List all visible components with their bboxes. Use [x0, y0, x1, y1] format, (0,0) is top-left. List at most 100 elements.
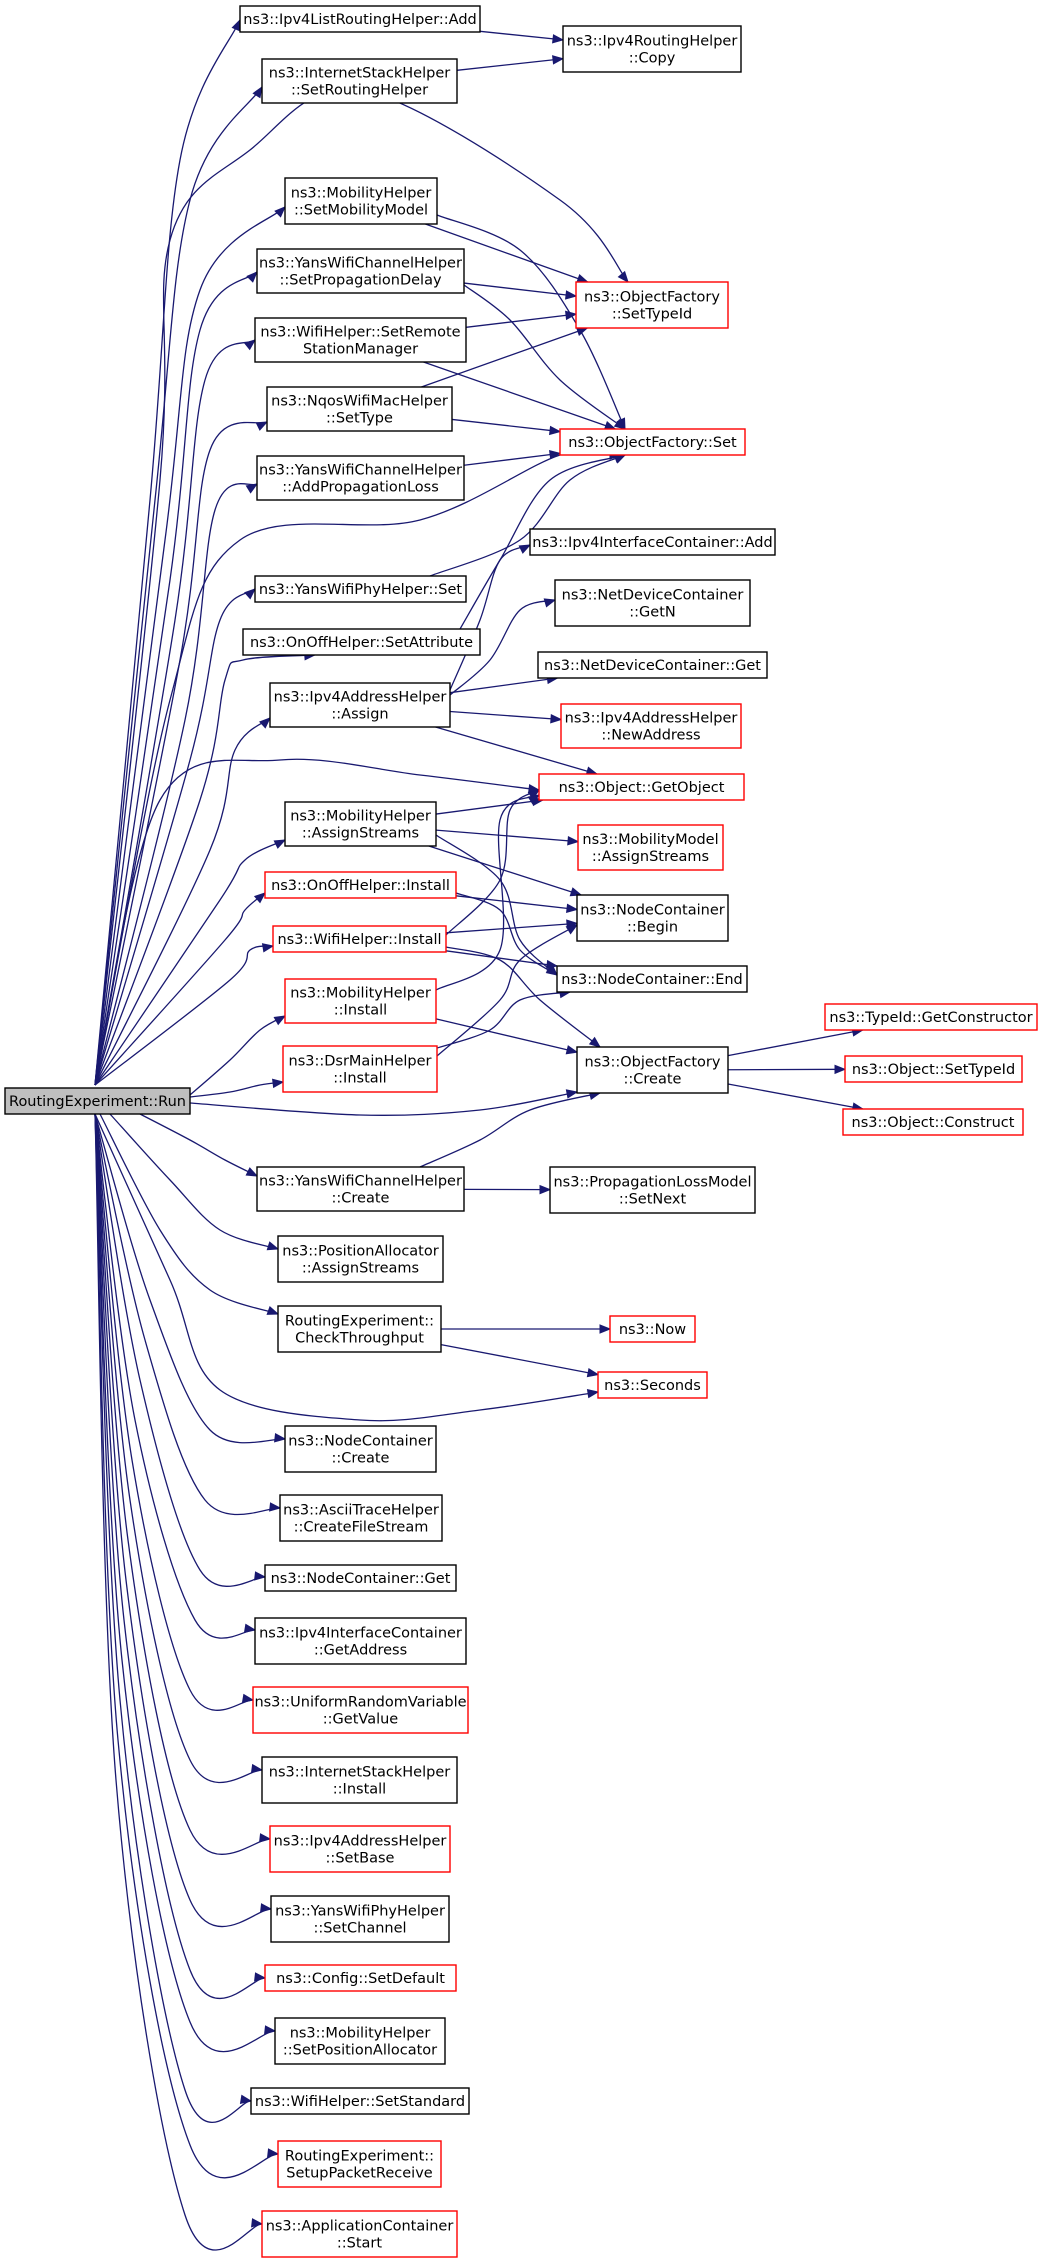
- node-dsr_install[interactable]: ns3::DsrMainHelper::Install: [282, 1045, 438, 1093]
- node-ywph_set[interactable]: ns3::YansWifiPhyHelper::Set: [254, 575, 467, 603]
- node-ywch_create[interactable]: ns3::YansWifiChannelHelper::Create: [256, 1166, 465, 1212]
- edge-run-to-nc_create: [94, 1113, 286, 1444]
- node-label-line: ::GetValue: [323, 1712, 399, 1728]
- node-box: [284, 177, 438, 225]
- edge-ywch_setprop-to-of_settypeid: [463, 282, 577, 297]
- node-ns3_seconds[interactable]: ns3::Seconds: [597, 1371, 708, 1399]
- edge-run-to-appc_start: [94, 1113, 263, 2251]
- node-label-line: ns3::InternetStackHelper: [269, 1765, 450, 1781]
- node-nc_end[interactable]: ns3::NodeContainer::End: [556, 965, 748, 993]
- node-label-line: CheckThroughput: [295, 1331, 424, 1347]
- node-of_set[interactable]: ns3::ObjectFactory::Set: [559, 428, 746, 456]
- arrowhead-ns3_seconds: [586, 1388, 600, 1399]
- node-ipv4ah_setbase[interactable]: ns3::Ipv4AddressHelper::SetBase: [269, 1825, 451, 1873]
- arrowhead-nc_create: [274, 1433, 287, 1443]
- node-label-line: ::SetPositionAllocator: [283, 2043, 437, 2059]
- node-label-line: ::Start: [337, 2236, 383, 2252]
- node-label-line: ns3::WifiHelper::SetRemote: [260, 325, 460, 341]
- node-of_settypeid[interactable]: ns3::ObjectFactory::SetTypeId: [575, 281, 729, 329]
- node-ipv4ic_add[interactable]: ns3::Ipv4InterfaceContainer::Add: [529, 528, 776, 556]
- node-label-line: RoutingExperiment::: [285, 2149, 434, 2165]
- node-onoff_setattr[interactable]: ns3::OnOffHelper::SetAttribute: [242, 628, 481, 656]
- arrowhead-of_settypeid: [576, 274, 589, 283]
- node-label-line: ::AddPropagationLoss: [282, 480, 439, 496]
- edge-wifi_install-to-of_create: [445, 946, 601, 1048]
- node-wifi_setstandard[interactable]: ns3::WifiHelper::SetStandard: [250, 2087, 470, 2115]
- node-obj_construct[interactable]: ns3::Object::Construct: [842, 1108, 1024, 1136]
- node-ipv4ah_newaddr[interactable]: ns3::Ipv4AddressHelper::NewAddress: [560, 703, 742, 749]
- node-obj_getobject[interactable]: ns3::Object::GetObject: [538, 773, 745, 801]
- node-mob_setmodel[interactable]: ns3::MobilityHelper::SetMobilityModel: [284, 177, 438, 225]
- node-box: [549, 1166, 756, 1214]
- node-box: [264, 871, 457, 899]
- edge-run-to-ath_createfs: [94, 1113, 281, 1516]
- node-plm_setnext[interactable]: ns3::PropagationLossModel::SetNext: [549, 1166, 756, 1214]
- node-label-line: SetupPacketReceive: [286, 2166, 432, 2182]
- node-ywch_addprop[interactable]: ns3::YansWifiChannelHelper::AddPropagati…: [256, 455, 465, 501]
- node-of_create[interactable]: ns3::ObjectFactory::Create: [576, 1046, 729, 1094]
- node-appc_start[interactable]: ns3::ApplicationContainer::Start: [261, 2210, 458, 2258]
- node-box: [560, 703, 742, 749]
- node-ipv4rh_copy[interactable]: ns3::Ipv4RoutingHelper::Copy: [562, 25, 742, 73]
- node-box: [824, 1003, 1038, 1031]
- node-ipv4ah_assign[interactable]: ns3::Ipv4AddressHelper::Assign: [269, 682, 451, 728]
- edge-run-to-ish_install: [94, 1113, 263, 1784]
- node-mob_assignstreams[interactable]: ns3::MobilityHelper::AssignStreams: [284, 801, 437, 847]
- node-label-line: ns3::TypeId::GetConstructor: [829, 1010, 1032, 1026]
- node-onoff_install[interactable]: ns3::OnOffHelper::Install: [264, 871, 457, 899]
- node-label-line: ::SetRoutingHelper: [291, 83, 428, 99]
- node-mob_setposalloc[interactable]: ns3::MobilityHelper::SetPositionAllocato…: [274, 2017, 446, 2065]
- node-box: [254, 575, 467, 603]
- node-config_setdefault[interactable]: ns3::Config::SetDefault: [264, 1964, 457, 1992]
- node-ish_setrouting[interactable]: ns3::InternetStackHelper::SetRoutingHelp…: [261, 58, 458, 104]
- edge-run-to-ipv4ah_assign: [94, 717, 271, 1086]
- node-run[interactable]: RoutingExperiment::Run: [4, 1087, 191, 1115]
- arrowhead-ns3_now: [599, 1324, 612, 1334]
- node-ipv4ic_getaddr[interactable]: ns3::Ipv4InterfaceContainer::GetAddress: [254, 1617, 467, 1665]
- node-mm_assignstreams[interactable]: ns3::MobilityModel::AssignStreams: [577, 824, 724, 871]
- arrowhead-of_create: [565, 1045, 579, 1055]
- node-obj_settypeid[interactable]: ns3::Object::SetTypeId: [844, 1055, 1023, 1083]
- node-urv_getvalue[interactable]: ns3::UniformRandomVariable::GetValue: [252, 1686, 469, 1734]
- node-re_checkthroughput[interactable]: RoutingExperiment::CheckThroughput: [277, 1305, 442, 1353]
- node-typeid_getctor[interactable]: ns3::TypeId::GetConstructor: [824, 1003, 1038, 1031]
- edge-run-to-urv_getvalue: [94, 1113, 254, 1711]
- node-nc_get[interactable]: ns3::NodeContainer::Get: [264, 1564, 457, 1592]
- node-mob_install[interactable]: ns3::MobilityHelper::Install: [284, 978, 437, 1024]
- arrowhead-re_setuprecv: [267, 2148, 280, 2158]
- node-re_setuprecv[interactable]: RoutingExperiment::SetupPacketReceive: [277, 2140, 442, 2188]
- edge-run-to-of_set: [94, 449, 621, 1086]
- node-nqos_settype[interactable]: ns3::NqosWifiMacHelper::SetType: [266, 386, 453, 432]
- node-box: [844, 1055, 1023, 1083]
- node-ywph_setchannel[interactable]: ns3::YansWifiPhyHelper::SetChannel: [270, 1895, 450, 1943]
- node-box: [242, 628, 481, 656]
- node-label-line: ::SetTypeId: [612, 307, 692, 323]
- node-box: [576, 1046, 729, 1094]
- edge-run-to-ns3_seconds: [94, 1113, 599, 1422]
- node-ath_createfs[interactable]: ns3::AsciiTraceHelper::CreateFileStream: [279, 1494, 443, 1542]
- edge-run-to-mob_setposalloc: [94, 1113, 276, 2053]
- node-ndc_getn[interactable]: ns3::NetDeviceContainer::GetN: [554, 579, 751, 627]
- edge-run-to-wifi_install: [94, 945, 274, 1086]
- node-label-line: ns3::YansWifiChannelHelper: [259, 1174, 462, 1190]
- node-wifi_install[interactable]: ns3::WifiHelper::Install: [272, 925, 447, 953]
- node-box: [282, 1045, 438, 1093]
- node-ndc_get[interactable]: ns3::NetDeviceContainer::Get: [537, 651, 768, 679]
- arrowhead-ywch_create: [245, 1167, 259, 1177]
- node-ywch_setprop[interactable]: ns3::YansWifiChannelHelper::SetPropagati…: [256, 248, 465, 294]
- node-ipv4list_add[interactable]: ns3::Ipv4ListRoutingHelper::Add: [239, 5, 481, 33]
- node-ns3_now[interactable]: ns3::Now: [609, 1315, 696, 1343]
- node-box: [576, 894, 729, 942]
- node-box: [277, 1305, 442, 1353]
- node-nc_begin[interactable]: ns3::NodeContainer::Begin: [576, 894, 729, 942]
- edge-mob_assignstreams-to-nc_begin: [428, 845, 582, 896]
- node-pa_assignstreams[interactable]: ns3::PositionAllocator::AssignStreams: [277, 1235, 444, 1283]
- edge-run-to-onoff_setattr: [94, 654, 315, 1086]
- arrowhead-ipv4ah_assign: [259, 717, 271, 729]
- node-box: [575, 281, 729, 329]
- edge-wifi_setremote-to-of_settypeid: [465, 313, 577, 328]
- node-ish_install[interactable]: ns3::InternetStackHelper::Install: [261, 1756, 458, 1804]
- node-nc_create[interactable]: ns3::NodeContainer::Create: [284, 1425, 437, 1473]
